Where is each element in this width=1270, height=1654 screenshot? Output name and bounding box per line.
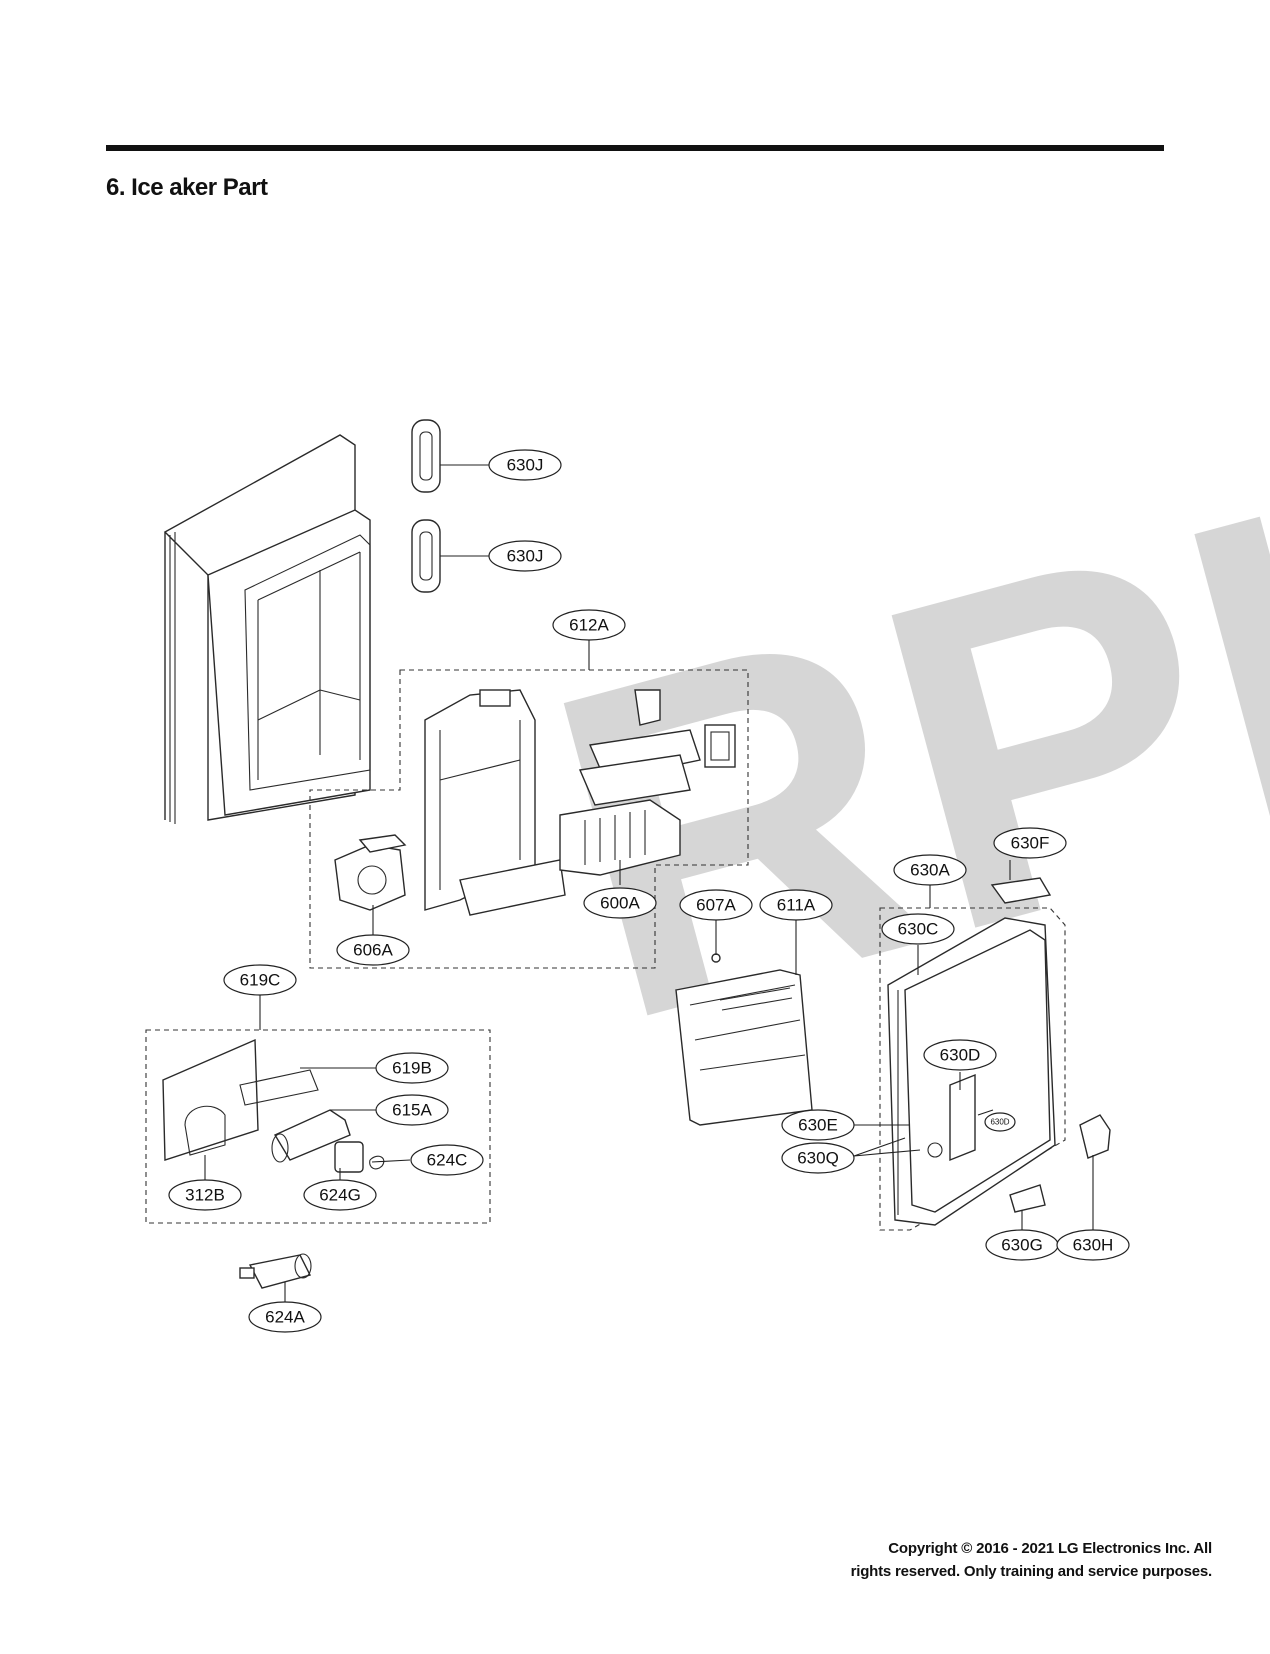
copyright-line-2: rights reserved. Only training and servi…	[850, 1563, 1213, 1580]
callout-630g: 630G	[985, 1229, 1059, 1261]
svg-text:630J: 630J	[507, 456, 544, 475]
callout-630f: 630F	[993, 827, 1067, 859]
screw-607a-part	[711, 953, 721, 963]
assembly-619c-outline	[145, 1029, 491, 1224]
motor-606a-part	[334, 834, 407, 911]
svg-text:607A: 607A	[696, 896, 736, 915]
callout-619c: 619C	[223, 964, 297, 996]
svg-text:630E: 630E	[798, 1116, 838, 1135]
callout-619b: 619B	[375, 1052, 449, 1084]
callout-630d-small: 630D	[984, 1112, 1016, 1132]
svg-text:612A: 612A	[569, 616, 609, 635]
callout-630j-top: 630J	[488, 449, 562, 481]
cover-611a-part	[675, 969, 813, 1126]
callout-624g: 624G	[303, 1179, 377, 1211]
svg-text:600A: 600A	[600, 894, 640, 913]
filter-cartridge-615a-part	[271, 1109, 351, 1163]
svg-text:630D: 630D	[990, 1118, 1009, 1127]
callout-312b: 312B	[168, 1179, 242, 1211]
callout-630a: 630A	[893, 854, 967, 886]
svg-text:615A: 615A	[392, 1101, 432, 1120]
callout-630d: 630D	[923, 1039, 997, 1071]
callout-624a: 624A	[248, 1301, 322, 1333]
door-630-part	[887, 917, 1056, 1226]
svg-text:630G: 630G	[1001, 1236, 1043, 1255]
callout-630j-bottom: 630J	[488, 540, 562, 572]
svg-text:624G: 624G	[319, 1186, 361, 1205]
bumper-630j-bottom	[411, 519, 441, 593]
svg-text:619C: 619C	[240, 971, 281, 990]
callout-607a: 607A	[679, 889, 753, 921]
door-frame-part	[163, 434, 371, 824]
svg-text:630F: 630F	[1011, 834, 1050, 853]
callout-612a: 612A	[552, 609, 626, 641]
copyright-line-1: Copyright © 2016 - 2021 LG Electronics I…	[888, 1540, 1212, 1557]
svg-text:611A: 611A	[777, 896, 816, 915]
svg-text:630J: 630J	[507, 547, 544, 566]
svg-text:630A: 630A	[910, 861, 950, 880]
filter-624a-part	[239, 1253, 312, 1289]
bumper-630j-top	[411, 419, 441, 493]
callout-624c: 624C	[410, 1144, 484, 1176]
hinge-630d-part	[927, 1073, 976, 1162]
copyright-notice: Copyright © 2016 - 2021 LG Electronics I…	[850, 1537, 1213, 1583]
callout-630q: 630Q	[781, 1142, 855, 1174]
svg-text:630D: 630D	[940, 1046, 981, 1065]
callout-630c: 630C	[881, 913, 955, 945]
svg-text:624C: 624C	[427, 1151, 468, 1170]
clip-630h-part	[1079, 1114, 1111, 1159]
assembly-630a-outline	[879, 907, 1066, 1231]
callout-615a: 615A	[375, 1094, 449, 1126]
svg-text:630C: 630C	[898, 920, 939, 939]
svg-text:624A: 624A	[265, 1308, 305, 1327]
svg-text:619B: 619B	[392, 1059, 432, 1078]
callout-630h: 630H	[1056, 1229, 1130, 1261]
callout-606a: 606A	[336, 934, 410, 966]
page-title: 6. Ice aker Part	[106, 174, 268, 201]
ice-maker-bracket-part	[424, 689, 566, 916]
bracket-630g-part	[1009, 1184, 1046, 1213]
clip-624c-part	[369, 1155, 385, 1170]
callout-600a: 600A	[583, 887, 657, 919]
ice-maker-unit-part	[559, 689, 736, 876]
svg-text:606A: 606A	[353, 941, 393, 960]
svg-text:630Q: 630Q	[797, 1149, 839, 1168]
callout-611a: 611A	[759, 889, 833, 921]
header-rule	[106, 145, 1164, 151]
assembly-612a-outline	[309, 669, 749, 969]
svg-text:630H: 630H	[1073, 1236, 1114, 1255]
filter-housing-part	[162, 1038, 319, 1161]
callout-630e: 630E	[781, 1109, 855, 1141]
svg-text:312B: 312B	[185, 1186, 225, 1205]
hinge-630f-part	[990, 877, 1052, 904]
cap-624g-part	[334, 1141, 364, 1173]
